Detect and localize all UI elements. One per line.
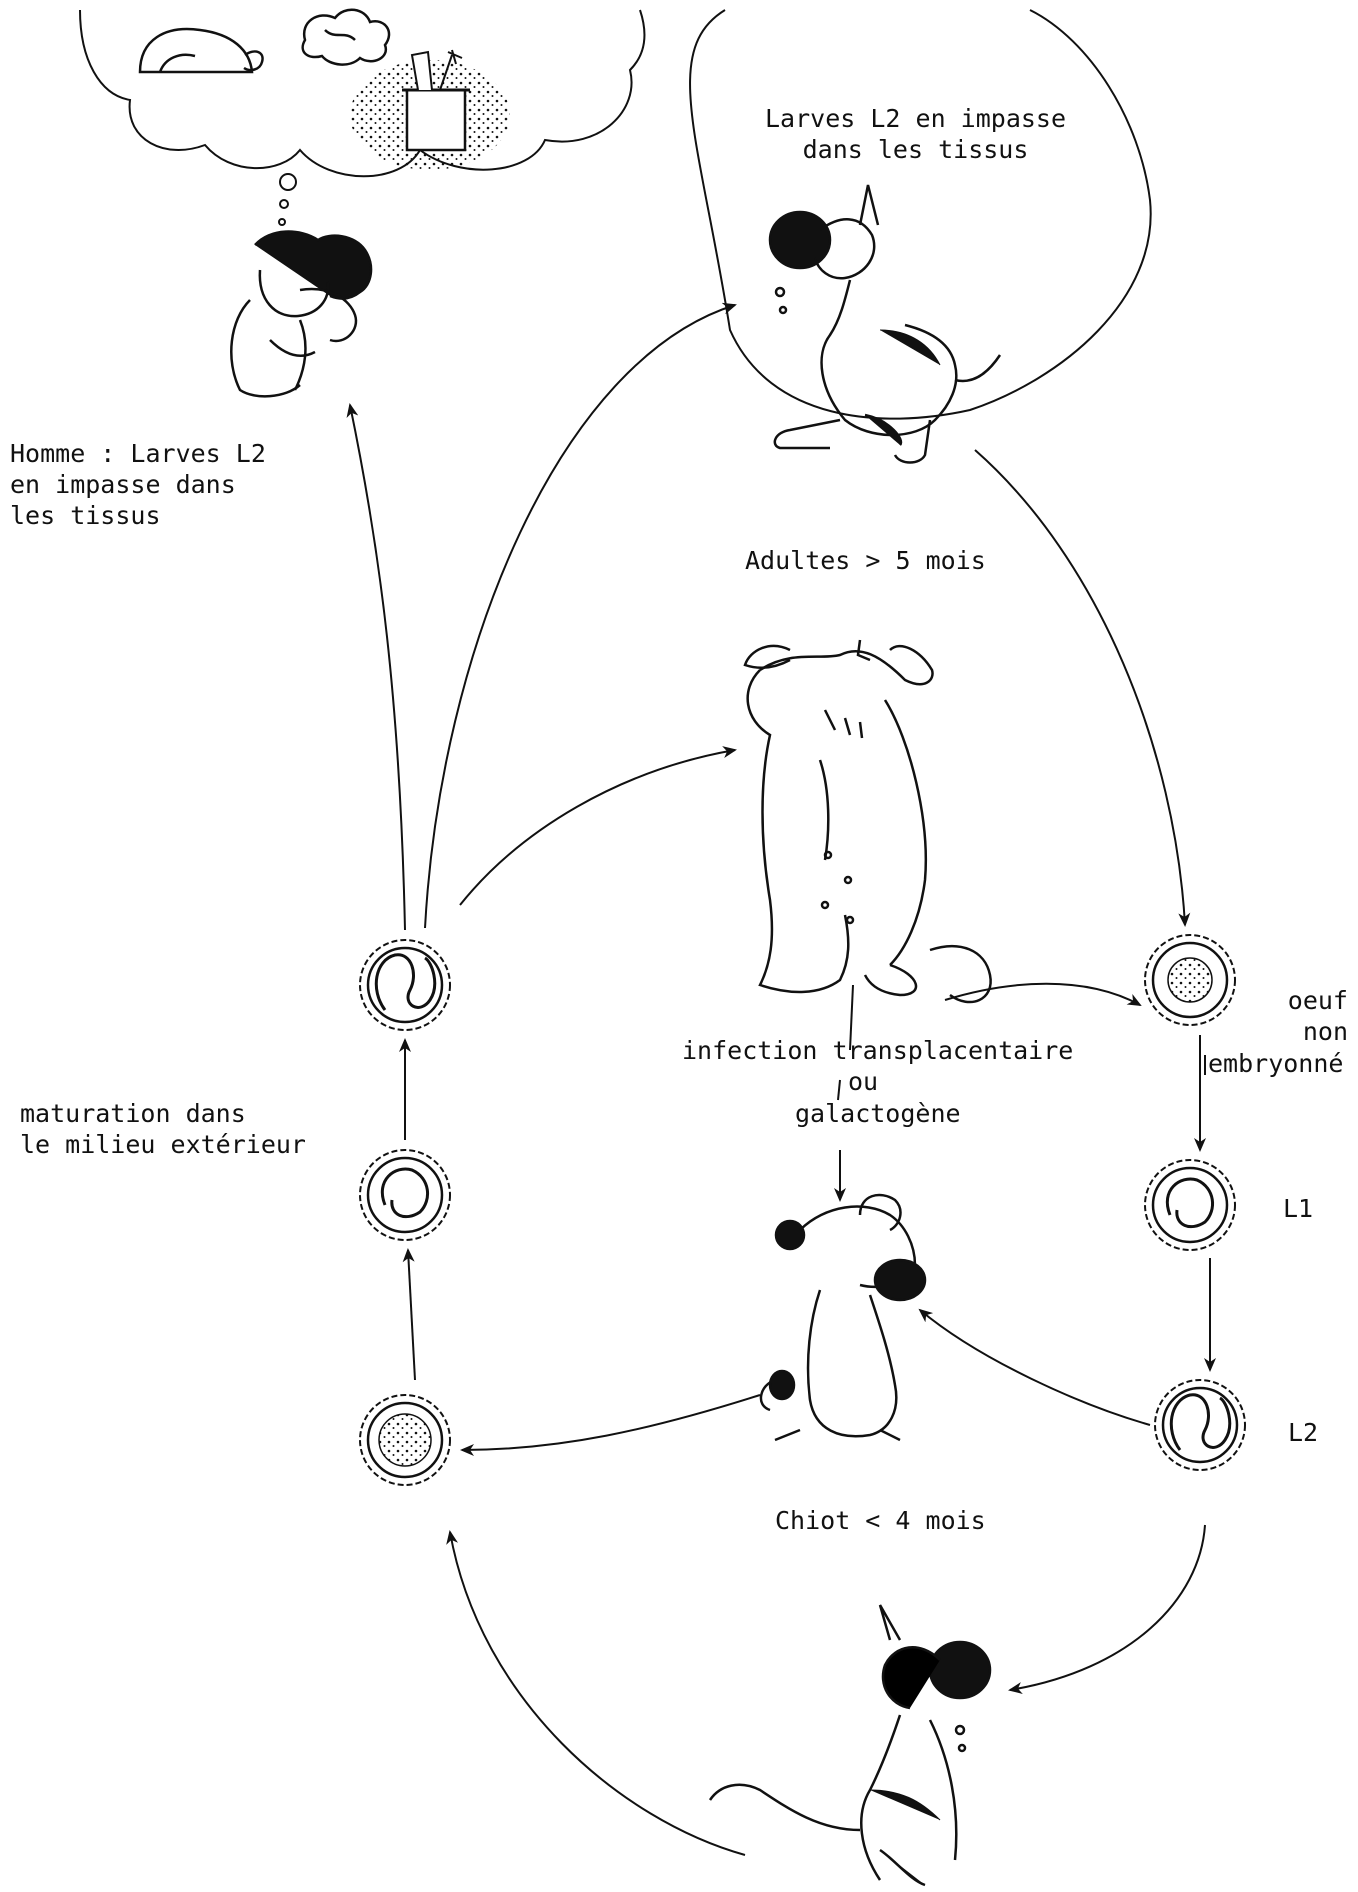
label-human-line-1: Homme : Larves L2 [10, 439, 266, 468]
center-dog-line [849, 984, 854, 1051]
label-egg-unembryonated: oeuf non [1280, 985, 1348, 1047]
arrow-top-dog-to-egg [974, 449, 1191, 927]
egg-embryonated-l1-left [359, 1149, 451, 1241]
adult-dog-bottom-figure [708, 1604, 992, 1887]
egg-l1-right [1144, 1159, 1236, 1251]
label-infection-galactogene: galactogène [795, 1099, 961, 1128]
label-l2: L2 [1288, 1418, 1319, 1447]
arrow-egg-to-l1-left [402, 1248, 416, 1381]
label-human-line-3: les tissus [10, 501, 161, 530]
human-host-figure [230, 230, 373, 398]
label-infection-transplacentaire: infection transplacentaire [682, 1036, 1074, 1065]
infection-tick-mark [837, 1079, 841, 1101]
label-embryonne: embryonné [1208, 1049, 1344, 1078]
label-non: non [1302, 1017, 1348, 1046]
egg-unembryonated-left [359, 1394, 451, 1486]
arrow-egg-to-middle-dog [459, 746, 737, 906]
arrow-l2-to-bottom-dog [1008, 1524, 1206, 1694]
roast-chicken-icon [138, 27, 264, 74]
soil-bucket-icon [350, 49, 510, 170]
label-maturation-line-1: maturation dans [20, 1099, 246, 1128]
lettuce-icon [301, 8, 391, 66]
arrow-egg-to-top-dog [424, 302, 737, 929]
arrow-bottom-dog-to-egg [446, 1530, 746, 1856]
label-human-line-2: en impasse dans [10, 470, 236, 499]
label-oeuf: oeuf [1287, 986, 1348, 1015]
label-l1: L1 [1283, 1194, 1314, 1223]
egg-embryonated-l2-left [359, 939, 451, 1031]
label-maturation: maturation dans le milieu extérieur [20, 1098, 306, 1160]
label-infection-ou: ou [848, 1067, 879, 1096]
label-dog-top-line-2: dans les tissus [802, 135, 1029, 164]
adult-dog-middle-figure [743, 639, 992, 1004]
label-maturation-line-2: le milieu extérieur [20, 1130, 306, 1159]
arrow-egg-to-human [346, 403, 406, 931]
label-adults: Adultes > 5 mois [745, 546, 986, 575]
label-dog-top: Larves L2 en impasse dans les tissus [765, 103, 1066, 165]
arrow-l2-to-puppy [918, 1308, 1151, 1426]
arrow-middle-dog-to-egg [944, 982, 1142, 1006]
label-human-host: Homme : Larves L2 en impasse dans les ti… [10, 438, 266, 531]
egg-unembryonated-right [1144, 934, 1236, 1026]
egg-l2-right [1154, 1379, 1246, 1471]
label-puppy: Chiot < 4 mois [775, 1506, 986, 1535]
label-dog-top-line-1: Larves L2 en impasse [765, 104, 1067, 133]
adult-dog-top-figure [689, 9, 1152, 464]
arrow-puppy-to-egg [460, 1394, 761, 1456]
thought-bubble [79, 9, 646, 226]
puppy-figure [759, 1193, 927, 1442]
